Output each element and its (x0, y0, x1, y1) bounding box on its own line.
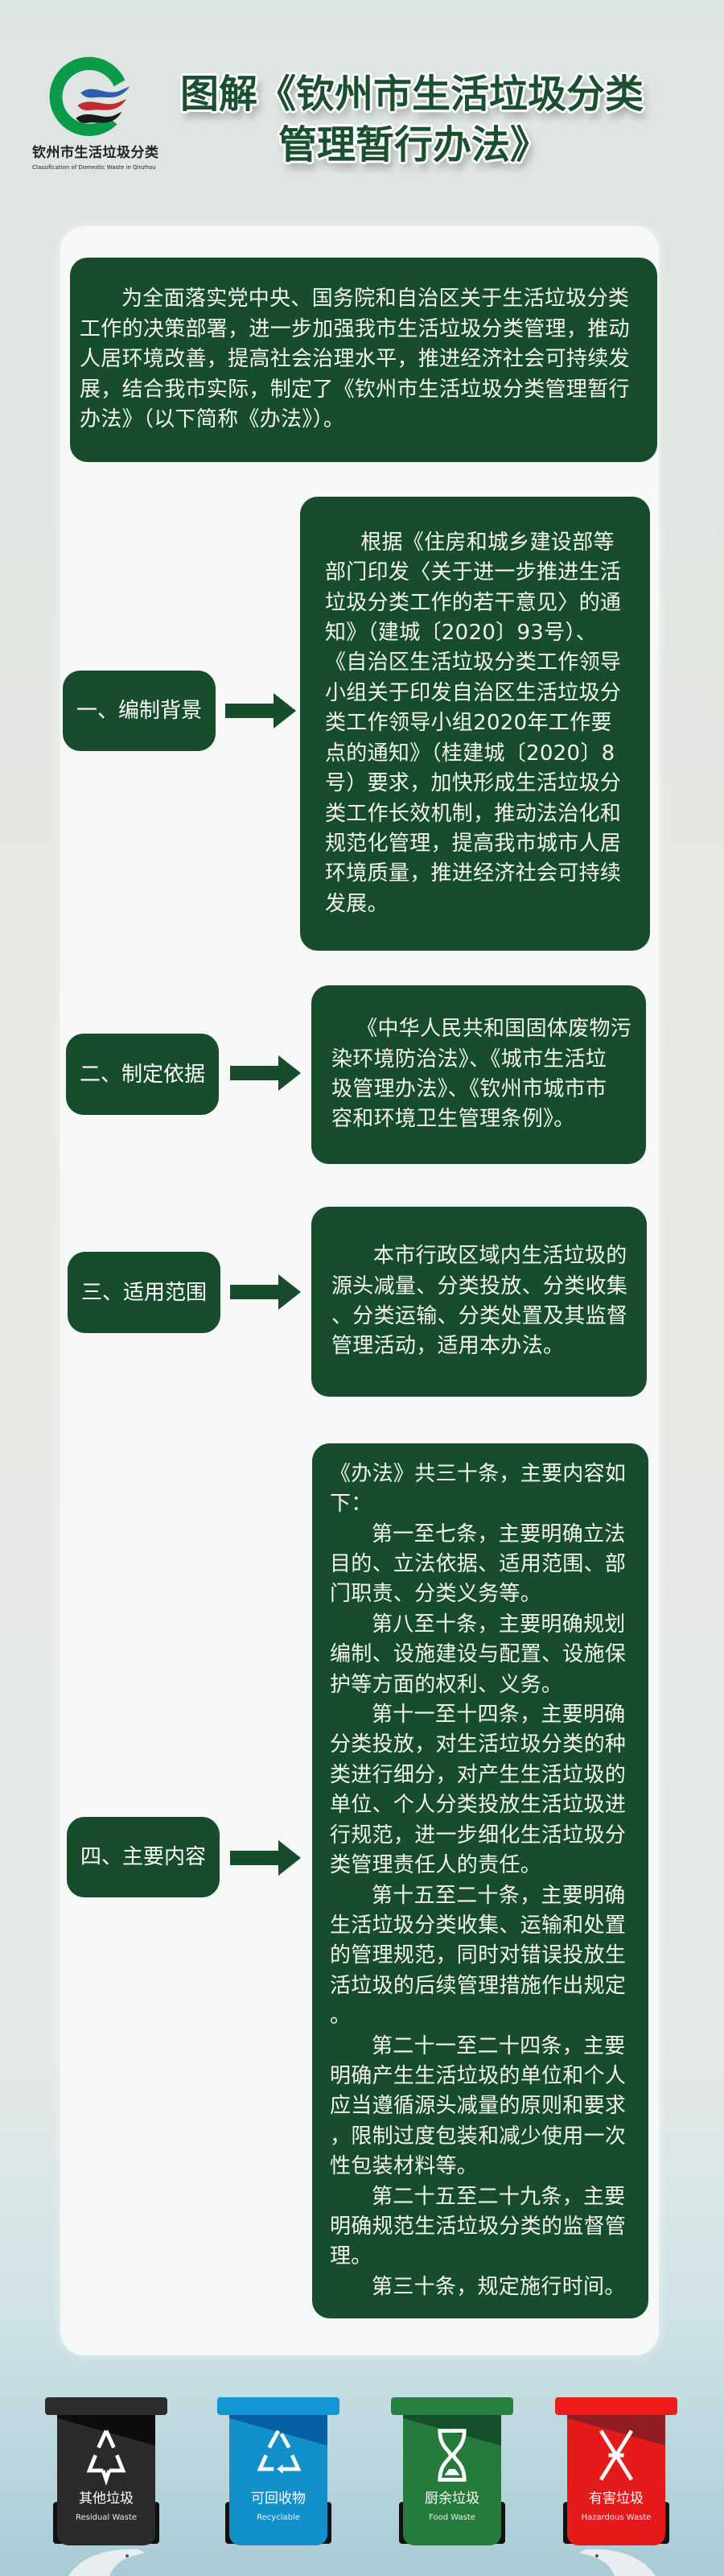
text-line: 分类投放，对生活垃圾分类的种 (330, 1732, 627, 1757)
text-line: 第十五至二十条，主要明确 (372, 1883, 626, 1908)
text-line: 第一至七条，主要明确立法 (372, 1521, 626, 1546)
page-title-line2: 管理暂行办法》 (278, 122, 549, 167)
bin-label-cn: 其他垃圾 (79, 2491, 134, 2507)
logo-name-en: Classification of Domestic Waste in Qinz… (32, 164, 156, 171)
arrow-right-icon (230, 1274, 301, 1310)
text-line: 第二十一至二十四条，主要 (372, 2033, 626, 2058)
bin-label-en: Food Waste (429, 2513, 475, 2522)
text-line: 明确产生生活垃圾的单位和个人 (330, 2063, 627, 2088)
text-line: 生活垃圾分类收集、运输和处置 (330, 1913, 627, 1938)
text-line: 本市行政区域内生活垃圾的 (373, 1244, 627, 1269)
text-line: 编制、设施建设与配置、设施保 (330, 1642, 627, 1667)
text-line: 、分类运输、分类处置及其监督 (331, 1304, 628, 1328)
text-line: 圾管理办法》、《钦州市城市市 (331, 1077, 607, 1101)
text-line: 《中华人民共和国固体废物污 (356, 1017, 632, 1042)
text-line: 目的、立法依据、适用范围、部 (330, 1552, 627, 1577)
hazardous-icon (599, 2429, 634, 2481)
text-line: 类工作领导小组2020年工作要 (325, 711, 612, 736)
section-text-basis: 《中华人民共和国固体废物污染环境防治法》、《城市生活垃圾管理办法》、《钦州市城市… (311, 985, 646, 1164)
text-line: 管理活动，适用本办法。 (331, 1334, 565, 1359)
section-text-background: 根据《住房和城乡建设部等部门印发〈关于进一步推进生活垃圾分类工作的若干意见〉的通… (300, 497, 650, 951)
bin-lid (391, 2397, 513, 2415)
waste-bin-hazardous-waste: 有害垃圾 Hazardous Waste (555, 2397, 677, 2547)
text-line: 门职责、分类义务等。 (330, 1582, 542, 1607)
logo: 钦州市生活垃圾分类 Classification of Domestic Was… (31, 56, 163, 173)
text-line: 类工作长效机制，推动法治化和 (325, 801, 622, 826)
bin-body (229, 2413, 327, 2545)
bin-label-en: Hazardous Waste (581, 2513, 652, 2522)
text-line: 点的通知》（桂建城〔2020〕8 (325, 741, 615, 766)
text-line: 的管理规范，同时对错误投放生 (330, 1943, 627, 1968)
text-line: 号）要求，加快形成生活垃圾分 (325, 771, 622, 796)
text-line: 类管理责任人的责任。 (330, 1853, 542, 1878)
dolphin-icon (579, 2549, 656, 2576)
text-line: 应当遵循源头减量的原则和要求 (330, 2094, 627, 2119)
page-title-line1: 图解《钦州市生活垃圾分类 (180, 72, 644, 117)
text-line: 理。 (330, 2244, 372, 2269)
bin-body (57, 2413, 155, 2545)
text-line: 小组关于印发自治区生活垃圾分 (325, 680, 622, 705)
text-line: 单位、个人分类投放生活垃圾进 (330, 1793, 627, 1818)
residual-waste-icon (86, 2429, 126, 2486)
waste-bin-recyclable: 可回收物 Recyclable (217, 2397, 339, 2547)
text-line: 办法》（以下简称《办法》）。 (80, 407, 345, 432)
text-line: 第三十条，规定施行时间。 (372, 2274, 626, 2299)
text-line: 环境质量，推进经济社会可持续 (325, 861, 622, 886)
text-line: 性包装材料等。 (330, 2154, 479, 2179)
section-label-background: 一、编制背景 (63, 671, 216, 751)
bin-body (567, 2413, 665, 2545)
logo-name-cn: 钦州市生活垃圾分类 (32, 145, 159, 161)
text-line: 护等方面的权利、义务。 (330, 1672, 563, 1697)
text-line: 发展。 (325, 891, 389, 916)
text-line: 垃圾分类工作的若干意见〉的通 (325, 590, 622, 615)
text-line: 展，结合我市实际，制定了《钦州市生活垃圾分类管理暂行 (80, 377, 630, 402)
text-line: 行规范，进一步细化生活垃圾分 (330, 1823, 627, 1847)
text-line: 下： (330, 1492, 372, 1517)
text-line: ，限制过度包装和减少使用一次 (330, 2124, 627, 2149)
waste-bin-residual-waste: 其他垃圾 Residual Waste (45, 2397, 167, 2547)
text-line: 部门印发〈关于进一步推进生活 (325, 560, 622, 585)
arrow-right-icon (230, 1055, 301, 1091)
arrow-right-icon (225, 693, 296, 729)
bin-lid (555, 2397, 677, 2415)
text-line: 活垃圾的后续管理措施作出规定 (330, 1973, 627, 1998)
hourglass-icon (438, 2429, 467, 2482)
section-label-basis: 二、制定依据 (66, 1034, 219, 1115)
text-line: 明确规范生活垃圾分类的监督管 (330, 2214, 627, 2239)
intro-box: 为全面落实党中央、国务院和自治区关于生活垃圾分类工作的决策部署，进一步加强我市生… (70, 258, 657, 462)
bin-lid (45, 2397, 167, 2415)
text-line: 第十一至十四条，主要明确 (372, 1703, 626, 1728)
text-line: 第八至十条，主要明确规划 (372, 1612, 626, 1637)
dolphin-icon (68, 2549, 145, 2576)
text-line: 为全面落实党中央、国务院和自治区关于生活垃圾分类 (121, 287, 630, 312)
bin-label-cn: 厨余垃圾 (425, 2491, 479, 2507)
text-line: 规范化管理，提高我市城市人居 (325, 831, 622, 856)
section-text-main-content: 《办法》共三十条，主要内容如下：第一至七条，主要明确立法目的、立法依据、适用范围… (312, 1443, 648, 2318)
arrow-right-icon (230, 1840, 301, 1876)
text-line: 类进行细分，对产生生活垃圾的 (330, 1762, 627, 1787)
text-line: 容和环境卫生管理条例》。 (331, 1107, 575, 1132)
text-line: 。 (330, 2004, 352, 2029)
text-line: 根据《住房和城乡建设部等 (360, 530, 615, 555)
text-line: 染环境防治法》、《城市生活垃 (331, 1046, 607, 1071)
recycle-icon (257, 2429, 302, 2474)
bin-lid (217, 2397, 339, 2415)
text-line: 工作的决策部署，进一步加强我市生活垃圾分类管理，推动 (80, 316, 630, 341)
text-line: 第二十五至二十九条，主要 (372, 2184, 626, 2209)
section-label-scope: 三、适用范围 (68, 1252, 220, 1333)
text-line: 知》（建城〔2020〕93号）、 (325, 621, 598, 646)
bin-label-cn: 可回收物 (251, 2491, 306, 2507)
text-line: 《办法》共三十条，主要内容如 (330, 1461, 627, 1486)
waste-bin-food-waste: 厨余垃圾 Food Waste (391, 2397, 513, 2547)
text-line: 人居环境改善，提高社会治理水平，推进经济社会可持续发 (80, 347, 630, 372)
text-line: 《自治区生活垃圾分类工作领导 (325, 650, 622, 675)
bin-label-en: Recyclable (257, 2513, 300, 2522)
logo-emblem-icon (49, 56, 130, 136)
bin-label-cn: 有害垃圾 (589, 2491, 644, 2507)
text-line: 源头减量、分类投放、分类收集 (331, 1274, 628, 1298)
bin-label-en: Residual Waste (75, 2513, 138, 2522)
section-text-scope: 本市行政区域内生活垃圾的源头减量、分类投放、分类收集、分类运输、分类处置及其监督… (311, 1207, 647, 1397)
section-label-main-content: 四、主要内容 (67, 1817, 220, 1897)
